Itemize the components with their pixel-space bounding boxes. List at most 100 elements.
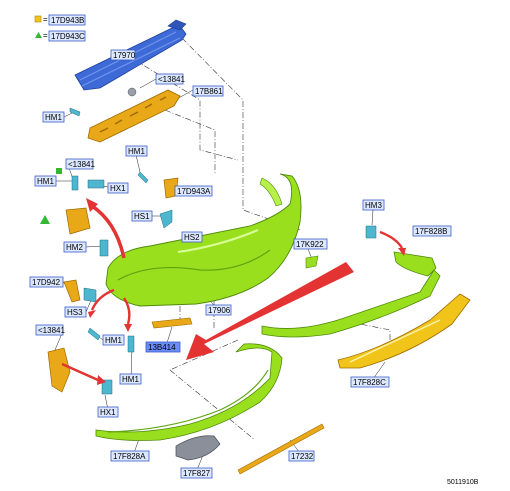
screw-icon xyxy=(365,225,377,239)
callout-text: 13B414 xyxy=(148,343,176,352)
callout-17f827[interactable]: 17F827 xyxy=(180,467,213,479)
callout-hs1[interactable]: HS1 xyxy=(131,210,153,222)
sensor-bracket[interactable] xyxy=(151,317,193,329)
callout-hs2[interactable]: HS2 xyxy=(181,231,203,243)
arrow-icon xyxy=(61,362,99,382)
parts xyxy=(40,19,471,475)
callout-hm1-e[interactable]: HM1 xyxy=(119,373,142,385)
callout-text: 17D942 xyxy=(32,278,61,287)
legend-square-icon xyxy=(34,15,42,23)
direction-arrows xyxy=(61,198,406,385)
screw-icon xyxy=(127,335,135,353)
side-trim-right[interactable] xyxy=(393,251,437,277)
callout-hm1-b[interactable]: HM1 xyxy=(125,145,148,157)
clip-icon xyxy=(159,209,173,229)
clip-icon xyxy=(87,179,105,189)
callout-text: 17B861 xyxy=(195,87,223,96)
callout-hm1-a[interactable]: HM1 xyxy=(42,111,65,123)
callout-17f828a[interactable]: 17F828A xyxy=(110,450,150,462)
callout-17f828b[interactable]: 17F828B xyxy=(412,225,452,237)
side-bracket-left-bottom[interactable] xyxy=(47,347,71,393)
callout-text: HX1 xyxy=(110,184,126,193)
callout-text: 17D943C xyxy=(51,32,85,41)
callout-text: HS2 xyxy=(184,233,200,242)
clip-icon xyxy=(83,287,97,303)
triangle-marker-icon xyxy=(56,168,62,174)
callout-hm3[interactable]: HM3 xyxy=(362,199,385,211)
arrow-head-icon xyxy=(86,198,98,212)
callout-17f828c[interactable]: 17F828C xyxy=(350,376,390,388)
callout-17d942[interactable]: 17D942 xyxy=(29,276,64,288)
callout-text: 17970 xyxy=(113,51,136,60)
arrow-head-icon xyxy=(97,375,106,385)
callout-text: 17D943A xyxy=(177,187,211,196)
lower-valance[interactable] xyxy=(95,343,283,441)
callout-13b414[interactable]: 13B414 xyxy=(145,341,181,353)
callout-text: HX1 xyxy=(100,408,116,417)
bumper-cover[interactable] xyxy=(105,173,302,307)
callout-text: 17F827 xyxy=(183,469,211,478)
callout-17d943a[interactable]: 17D943A xyxy=(174,185,213,197)
callout-17b861[interactable]: 17B861 xyxy=(192,85,224,97)
callout-text: HM1 xyxy=(45,113,62,122)
callout-text: 17232 xyxy=(291,452,314,461)
side-bracket-left-lower[interactable] xyxy=(63,279,81,303)
screw-icon xyxy=(87,327,101,341)
legend-triangle-code[interactable]: 17D943C xyxy=(48,30,86,42)
callouts: 17970 <13841 17B861 HM1 HM1 <13841 HM1 H… xyxy=(29,49,452,479)
callout-17906[interactable]: 17906 xyxy=(205,304,232,316)
energy-absorber[interactable] xyxy=(87,89,181,143)
screw-icon xyxy=(99,239,109,257)
triangle-marker-icon xyxy=(40,215,50,224)
callout-text: HS1 xyxy=(134,212,150,221)
callout-text: 17906 xyxy=(208,306,231,315)
callout-text: HM1 xyxy=(37,177,54,186)
arrow-icon xyxy=(122,297,131,325)
side-bracket-left-upper[interactable] xyxy=(65,207,91,235)
diffuser-panel[interactable] xyxy=(337,293,471,369)
legend-square-code[interactable]: 17D943B xyxy=(48,14,86,26)
callout-hm2[interactable]: HM2 xyxy=(63,241,87,253)
callout-text: <13841 xyxy=(158,75,185,84)
big-arrow-icon xyxy=(186,262,354,360)
screw-icon xyxy=(69,107,81,117)
callout-text: HM1 xyxy=(128,147,145,156)
diffuser-insert[interactable] xyxy=(175,435,221,461)
screw-icon xyxy=(137,171,149,184)
callout-text: <13841 xyxy=(68,160,95,169)
callout-hm1-c[interactable]: HM1 xyxy=(34,175,57,187)
screw-icon xyxy=(71,175,79,191)
legend: = 17D943B = 17D943C xyxy=(34,14,86,42)
callout-hs3[interactable]: HS3 xyxy=(64,306,87,318)
arrow-head-icon xyxy=(88,310,96,318)
callout-text: HM2 xyxy=(66,243,83,252)
callout-17970[interactable]: 17970 xyxy=(110,49,136,61)
callout-text: HM1 xyxy=(105,336,122,345)
arrow-head-icon xyxy=(398,248,406,256)
reflector-strip[interactable] xyxy=(237,423,325,475)
callout-text: 17F828C xyxy=(353,378,386,387)
callout-13841-mid[interactable]: <13841 xyxy=(65,158,95,170)
callout-text: HS3 xyxy=(67,308,83,317)
callout-13841-low[interactable]: <13841 xyxy=(35,324,65,336)
arrow-icon xyxy=(90,288,115,311)
callout-text: 17K922 xyxy=(296,240,324,249)
callout-text: 17F828B xyxy=(415,227,447,236)
callout-text: <13841 xyxy=(38,326,65,335)
callout-13841-top[interactable]: <13841 xyxy=(155,73,185,85)
callout-17k922[interactable]: 17K922 xyxy=(293,238,328,250)
legend-triangle-icon xyxy=(35,32,42,38)
lower-trim-right[interactable] xyxy=(261,269,441,338)
callout-hx1-b[interactable]: HX1 xyxy=(97,406,119,418)
drawing-number: 5011910B xyxy=(447,479,479,486)
svg-text:=: = xyxy=(43,31,48,40)
svg-text:=: = xyxy=(43,15,48,24)
callout-text: 17D943B xyxy=(51,16,84,25)
callout-hx1-a[interactable]: HX1 xyxy=(107,182,129,194)
callout-text: HM1 xyxy=(122,375,139,384)
callout-hm1-d[interactable]: HM1 xyxy=(102,334,125,346)
callout-17232[interactable]: 17232 xyxy=(288,450,315,462)
bracket-17k922[interactable] xyxy=(305,255,319,269)
